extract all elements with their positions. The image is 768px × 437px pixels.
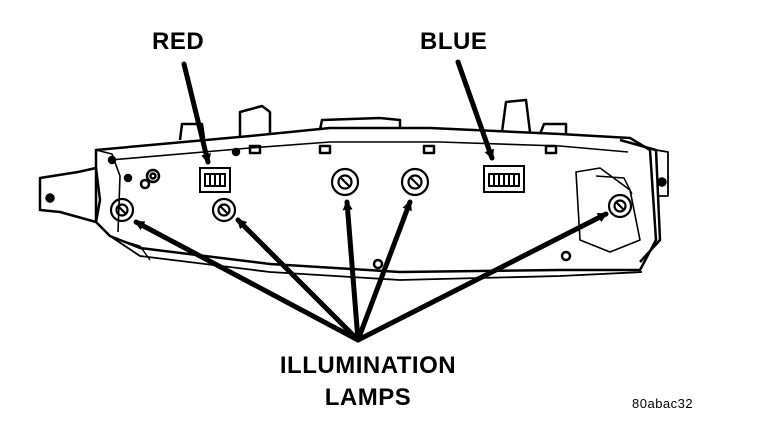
lamp-socket-1 <box>109 197 135 223</box>
panel-housing <box>38 98 669 281</box>
top-tab-left <box>178 122 206 141</box>
red-connector <box>199 167 231 193</box>
top-tab-far-right <box>538 122 568 135</box>
lamp-arrow-1 <box>133 219 361 343</box>
lamp-socket-4 <box>400 167 430 197</box>
main-body-outline <box>94 126 658 274</box>
lamp-arrow-4 <box>355 199 413 343</box>
red-connector-label: RED <box>152 28 205 55</box>
right-end-panel <box>619 138 662 263</box>
illumination-label-line1: ILLUMINATION <box>279 352 457 379</box>
lamp-socket-2 <box>211 197 237 223</box>
lamp-arrow-3 <box>342 199 361 343</box>
left-mounting-bracket <box>38 166 102 224</box>
red-callout-arrow <box>181 61 211 165</box>
top-tab-center <box>318 116 402 131</box>
blue-connector-label: BLUE <box>420 28 488 55</box>
lamp-socket-5 <box>607 193 633 219</box>
blue-connector <box>483 165 525 193</box>
illumination-lamps-label: ILLUMINATION LAMPS <box>250 350 486 414</box>
lamp-arrow-2 <box>235 217 361 343</box>
illumination-label-line2: LAMPS <box>324 384 412 411</box>
top-tab-right <box>500 98 532 133</box>
lamp-arrow-5 <box>355 211 609 343</box>
blue-callout-arrow <box>455 59 495 161</box>
lower-body-edge <box>109 235 643 281</box>
top-tab-center-left <box>238 104 272 136</box>
figure-code: 80abac32 <box>632 396 694 411</box>
lamp-socket-3 <box>330 167 360 197</box>
